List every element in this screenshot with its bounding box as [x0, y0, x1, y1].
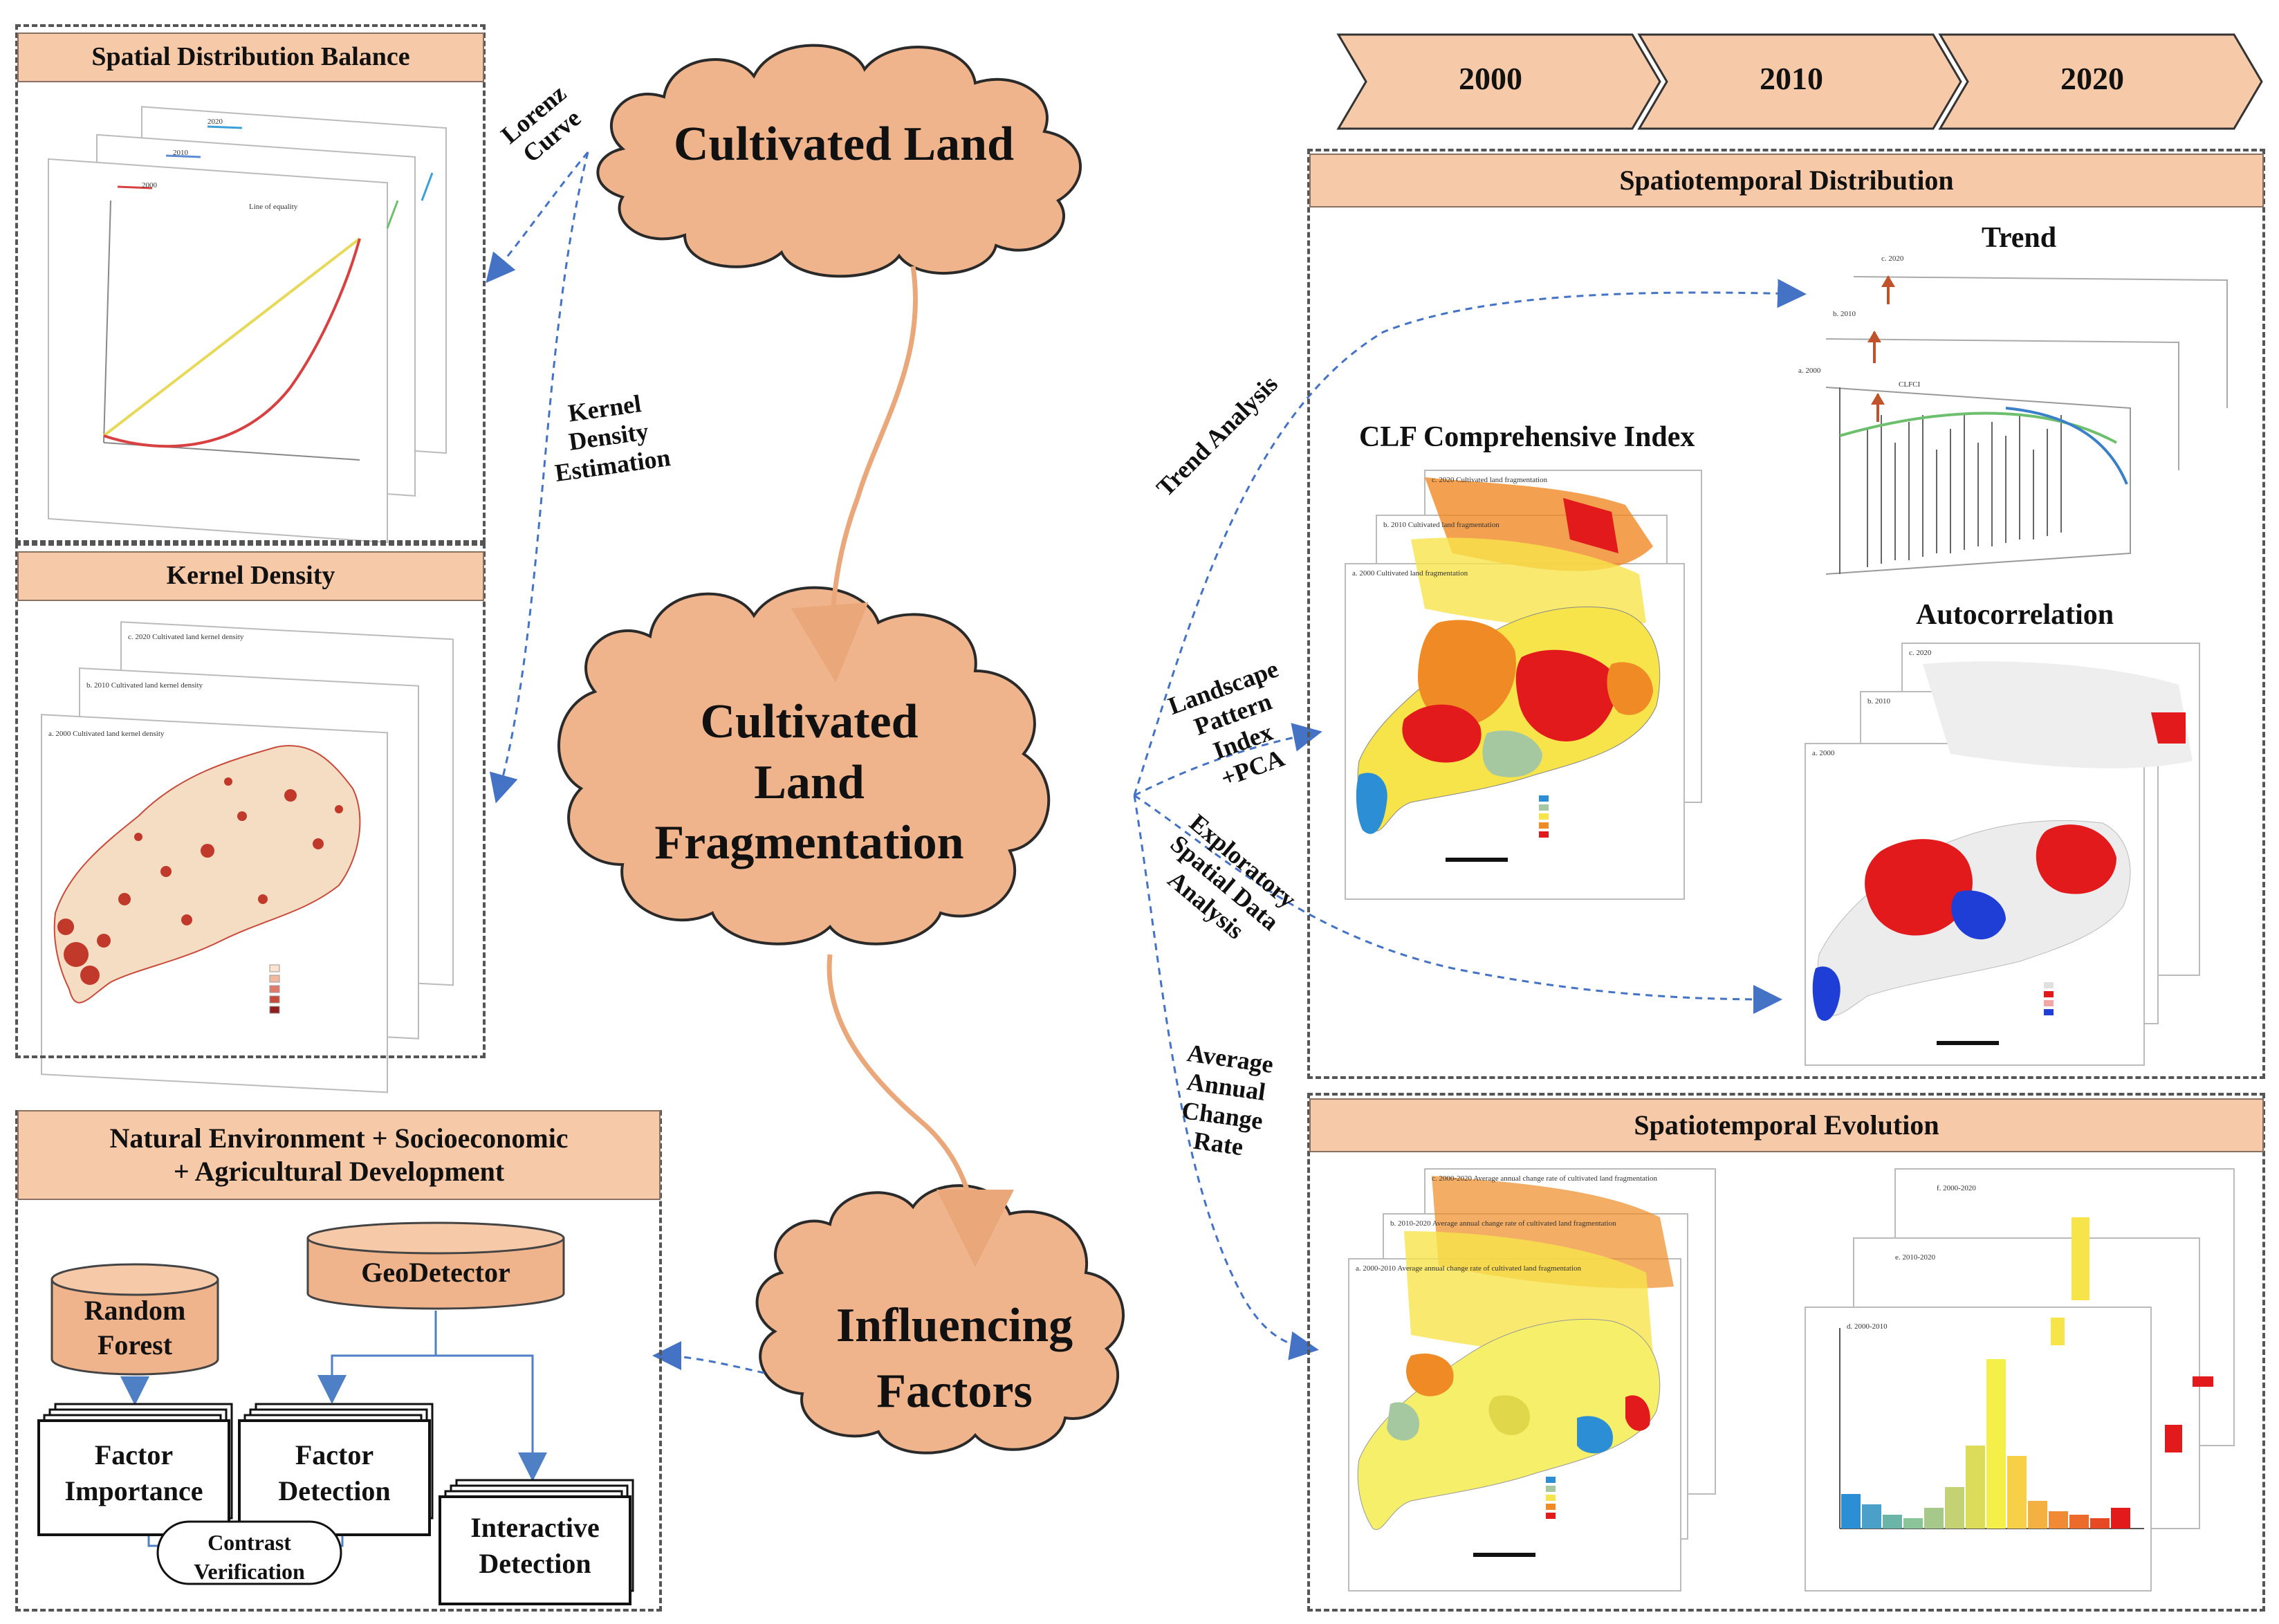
- tag-kd-2000: a. 2000 Cultivated land kernel density: [48, 730, 165, 738]
- cloud-cultivated-land: [596, 44, 1082, 278]
- panel-spatial-balance: [15, 24, 486, 543]
- geodetector-label: GeoDetector: [361, 1257, 510, 1288]
- factor-importance-line1: Factor: [94, 1439, 174, 1470]
- tag-evo-b: b. 2010-2020 Average annual change rate …: [1390, 1219, 1616, 1228]
- tag-kd-2020: c. 2020 Cultivated land kernel density: [128, 633, 244, 641]
- tag-hist-f: f. 2000-2020: [1937, 1184, 1976, 1192]
- tag-trend-2020: c. 2020: [1881, 255, 1904, 263]
- factor-flow: [37, 1221, 634, 1605]
- header-spatiotemporal-evolution: Spatiotemporal Evolution: [1309, 1098, 2264, 1152]
- subtitle-autocorrelation: Autocorrelation: [1916, 599, 2114, 631]
- cloud-influencing-line1: Influencing: [836, 1299, 1073, 1352]
- trend-figure: [1825, 275, 2228, 575]
- tag-kd-2010: b. 2010 Cultivated land kernel density: [86, 681, 203, 690]
- tag-clf-2000: a. 2000 Cultivated land fragmentation: [1352, 569, 1468, 578]
- tag-line-of-equality: Line of equality: [249, 203, 298, 211]
- flow-arrow-1: [791, 266, 918, 683]
- tag-hist-e: e. 2010-2020: [1895, 1253, 1936, 1262]
- tag-evo-a: a. 2000-2010 Average annual change rate …: [1356, 1264, 1581, 1273]
- evolution-maps-figure: [1348, 1168, 1716, 1591]
- tag-evo-c: c. 2000-2020 Average annual change rate …: [1432, 1174, 1657, 1183]
- timeline-chevrons: [1336, 33, 2263, 130]
- chevron-2000: [1336, 33, 1661, 130]
- histogram-figure: [1805, 1168, 2235, 1591]
- flow-arrow-2: [827, 954, 1014, 1267]
- header-factors-line2: + Agricultural Development: [173, 1156, 505, 1187]
- factor-detection-line1: Factor: [295, 1439, 374, 1470]
- tag-lorenz-2000: 2000: [142, 181, 157, 190]
- clf-index-figure: [1345, 470, 1702, 900]
- cloud-influencing-line2: Factors: [876, 1364, 1033, 1418]
- factor-detection-line2: Detection: [278, 1475, 391, 1506]
- header-factors-line1: Natural Environment + Socioeconomic: [109, 1123, 569, 1154]
- panel-spatiotemporal-distribution: [1307, 149, 2265, 1079]
- cloud-cultivated-land-label: Cultivated Land: [673, 118, 1015, 171]
- tag-auto-2010: b. 2010: [1867, 697, 1890, 705]
- cloud-clf-line3: Fragmentation: [654, 816, 964, 869]
- tag-lorenz-2020: 2020: [207, 118, 223, 126]
- cloud-influencing-label: Influencing Factors: [795, 1293, 1114, 1424]
- subtitle-trend: Trend: [1982, 222, 2057, 254]
- cloud-clf-line2: Land: [754, 755, 865, 809]
- cloud-clf: [557, 586, 1051, 945]
- factor-importance-line2: Importance: [64, 1475, 203, 1506]
- tag-auto-2020: c. 2020: [1909, 649, 1932, 657]
- cloud-clf-line1: Cultivated: [700, 695, 919, 748]
- timeline-2020: 2020: [2060, 61, 2124, 96]
- label-aacr: Average Annual Change Rate: [1161, 1037, 1286, 1166]
- factor-importance-box: Factor Importance: [39, 1437, 229, 1509]
- panel-spatiotemporal-evolution: [1307, 1093, 2265, 1612]
- tag-hist-d: d. 2000-2010: [1847, 1322, 1888, 1331]
- tag-clf-2020: c. 2020 Cultivated land fragmentation: [1432, 476, 1548, 484]
- kernel-density-figure: [41, 621, 454, 1094]
- random-forest-label: Random Forest: [55, 1293, 214, 1363]
- tag-auto-2000: a. 2000: [1812, 749, 1835, 757]
- chevron-2010: [1637, 33, 1962, 130]
- header-spatiotemporal-distribution: Spatiotemporal Distribution: [1309, 154, 2264, 207]
- contrast-verification-line1: Contrast: [207, 1530, 291, 1555]
- tag-trend-2000: a. 2000: [1798, 367, 1821, 375]
- factor-detection-box: Factor Detection: [239, 1437, 430, 1509]
- lorenz-figure: [48, 106, 447, 544]
- dashed-arrows: [486, 151, 1807, 1374]
- contrast-verification-line2: Verification: [194, 1558, 305, 1584]
- timeline-2010: 2010: [1760, 61, 1823, 96]
- header-kernel-density: Kernel Density: [17, 551, 484, 601]
- timeline-2000: 2000: [1459, 61, 1522, 96]
- cloud-influencing: [755, 1184, 1125, 1455]
- random-forest-line1: Random: [84, 1295, 186, 1326]
- tag-clf-2010: b. 2010 Cultivated land fragmentation: [1383, 521, 1500, 529]
- random-forest-line2: Forest: [97, 1329, 173, 1360]
- header-factors: Natural Environment + Socioeconomic + Ag…: [17, 1110, 661, 1200]
- tag-clfci: CLFCI: [1899, 380, 1921, 389]
- interactive-detection-box: Interactive Detection: [440, 1510, 630, 1582]
- cloud-clf-label: Cultivated Land Fragmentation: [595, 692, 1024, 874]
- tag-trend-2010: b. 2010: [1833, 310, 1856, 318]
- interactive-detection-line1: Interactive: [470, 1512, 600, 1543]
- subtitle-clf-index: CLF Comprehensive Index: [1359, 421, 1695, 453]
- interactive-detection-line2: Detection: [479, 1548, 591, 1579]
- chevron-2020: [1938, 33, 2263, 130]
- header-spatial-balance: Spatial Distribution Balance: [17, 33, 484, 82]
- autocorrelation-figure: [1805, 643, 2200, 1066]
- panel-kernel-density: [15, 543, 486, 1058]
- tag-lorenz-2010: 2010: [173, 149, 188, 157]
- contrast-verification-box: Contrast Verification: [158, 1529, 341, 1586]
